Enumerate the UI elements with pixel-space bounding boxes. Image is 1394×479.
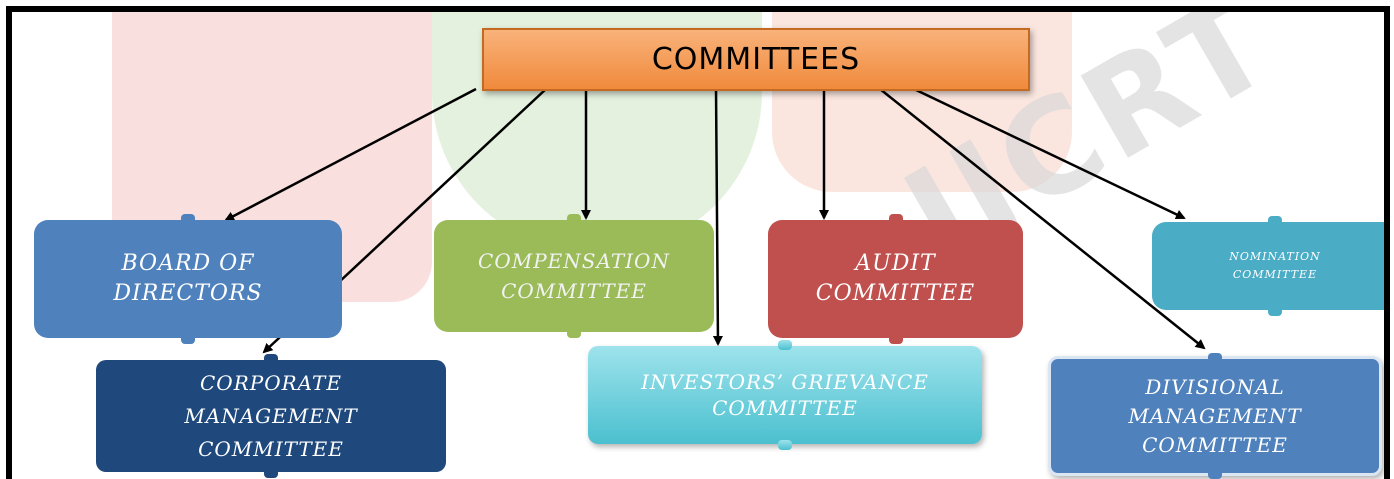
corporate-management-committee-node: CORPORATE MANAGEMENT COMMITTEE (96, 354, 446, 478)
node-connector-nub (888, 334, 903, 344)
investors-grievance-committee-label: INVESTORS’ GRIEVANCE COMMITTEE (641, 370, 929, 420)
node-connector-nub (1268, 216, 1282, 226)
node-connector-nub (567, 328, 581, 338)
node-connector-nub (1268, 306, 1282, 316)
compensation-committee-label: COMPENSATION COMMITTEE (478, 249, 670, 303)
corporate-management-committee-label: CORPORATE MANAGEMENT COMMITTEE (184, 370, 358, 461)
divisional-management-committee-label: DIVISIONAL MANAGEMENT COMMITTEE (1128, 374, 1302, 457)
audit-committee-node: AUDIT COMMITTEE (768, 214, 1023, 344)
connector-arrows (224, 87, 1206, 354)
node-connector-nub (1208, 469, 1222, 479)
board-of-directors-label: BOARD OF DIRECTORS (113, 251, 263, 306)
node-connector-nub (778, 340, 792, 350)
node-connector-nub (181, 334, 195, 344)
arrow-to-board (224, 87, 477, 222)
node-connector-nub (264, 354, 278, 364)
nomination-committee-label: NOMINATION COMMITTEE (1229, 250, 1321, 281)
audit-committee-label: AUDIT COMMITTEE (815, 251, 976, 306)
compensation-committee-node: COMPENSATION COMMITTEE (434, 214, 714, 338)
board-of-directors-node: BOARD OF DIRECTORS (34, 214, 342, 344)
node-connector-nub (1208, 353, 1222, 363)
arrow-to-nomination (913, 87, 1186, 220)
node-connector-nub (888, 214, 903, 224)
arrow-to-divisional (879, 88, 1206, 350)
nomination-committee-node: NOMINATION COMMITTEE (1152, 216, 1384, 316)
investors-grievance-committee-node: INVESTORS’ GRIEVANCE COMMITTEE (588, 340, 982, 450)
diagram-frame: IJCRT COMMITTEES BOARD OF DIRECTORS COMP… (6, 6, 1390, 479)
committees-title-box: COMMITTEES (482, 28, 1030, 91)
node-connector-nub (264, 468, 278, 478)
node-connector-nub (567, 214, 581, 224)
committees-title: COMMITTEES (651, 42, 861, 77)
node-connector-nub (181, 214, 195, 224)
node-connector-nub (778, 440, 792, 450)
divisional-management-committee-node: DIVISIONAL MANAGEMENT COMMITTEE (1048, 353, 1382, 479)
arrow-to-investors (712, 88, 723, 346)
